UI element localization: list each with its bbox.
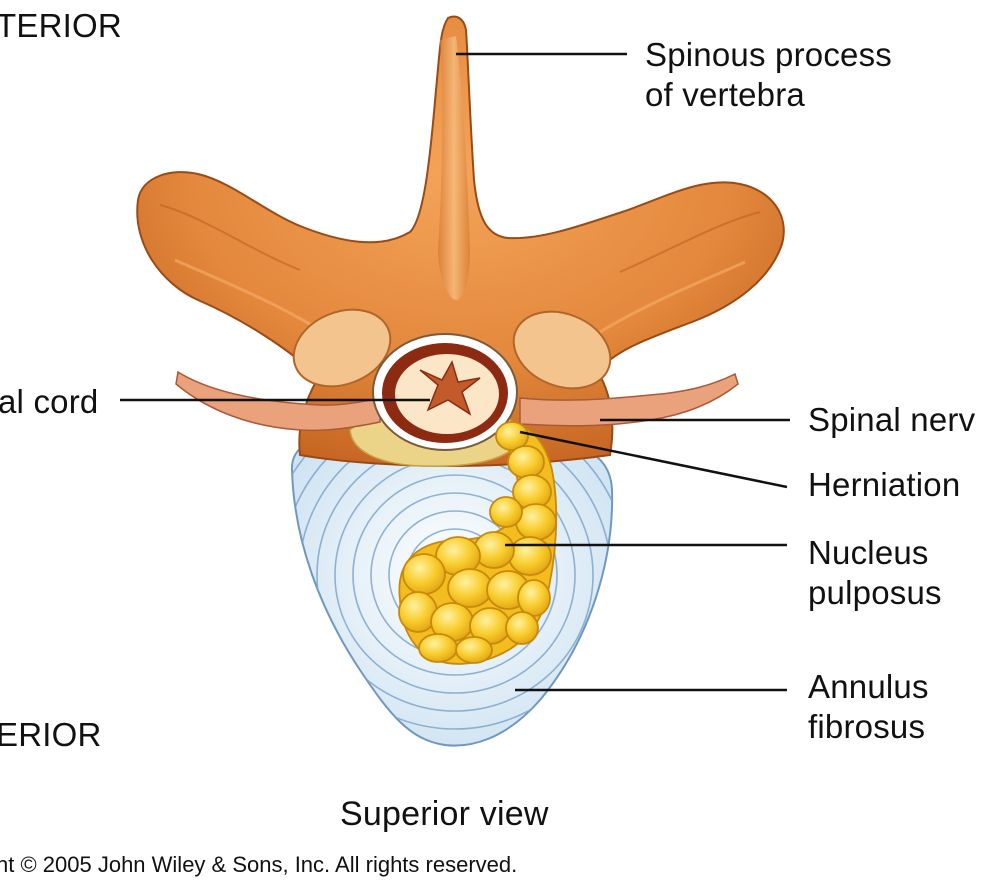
nucleus-pulposus-shape bbox=[398, 421, 558, 665]
leader-herniation bbox=[519, 430, 788, 489]
nucleus-pulposus-label: Nucleus pulposus bbox=[808, 534, 942, 611]
spinal-cord-label: al cord bbox=[0, 383, 99, 420]
spinal-cord-shape bbox=[372, 333, 518, 451]
copyright-notice: nt © 2005 John Wiley & Sons, Inc. All ri… bbox=[0, 852, 518, 877]
spinous-process-label: Spinous process of vertebra bbox=[645, 36, 892, 113]
herniation-label: Herniation bbox=[808, 466, 961, 503]
posterior-label: TERIOR bbox=[0, 7, 122, 44]
annulus-fibrosus-label: Annulus fibrosus bbox=[808, 668, 929, 745]
anterior-label: ERIOR bbox=[0, 716, 102, 753]
leader-lines bbox=[120, 52, 790, 692]
spinal-nerves-shape bbox=[175, 370, 739, 432]
superior-view-caption: Superior view bbox=[340, 795, 549, 833]
spinal-nerve-label: Spinal nerv bbox=[808, 401, 976, 438]
